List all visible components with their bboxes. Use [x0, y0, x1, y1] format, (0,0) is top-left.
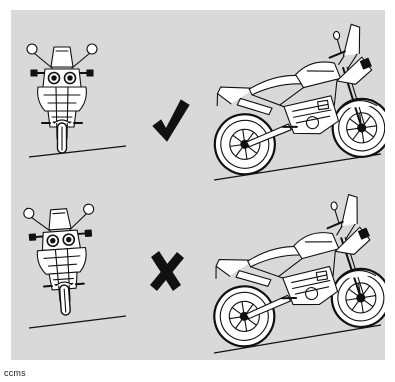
cross-mark-icon [150, 251, 184, 291]
check-mark-icon [153, 100, 189, 141]
illustration-scene [11, 10, 385, 360]
figure-caption: ccms [4, 368, 26, 378]
motorcycle-front-view-upright [27, 44, 97, 153]
motorcycle-front-view-tilted [23, 204, 100, 318]
ground-line [29, 316, 126, 328]
motorcycle-side-view-tilted [198, 191, 385, 351]
ground-line [29, 146, 126, 157]
motorcycle-side-view-upright [201, 21, 385, 178]
